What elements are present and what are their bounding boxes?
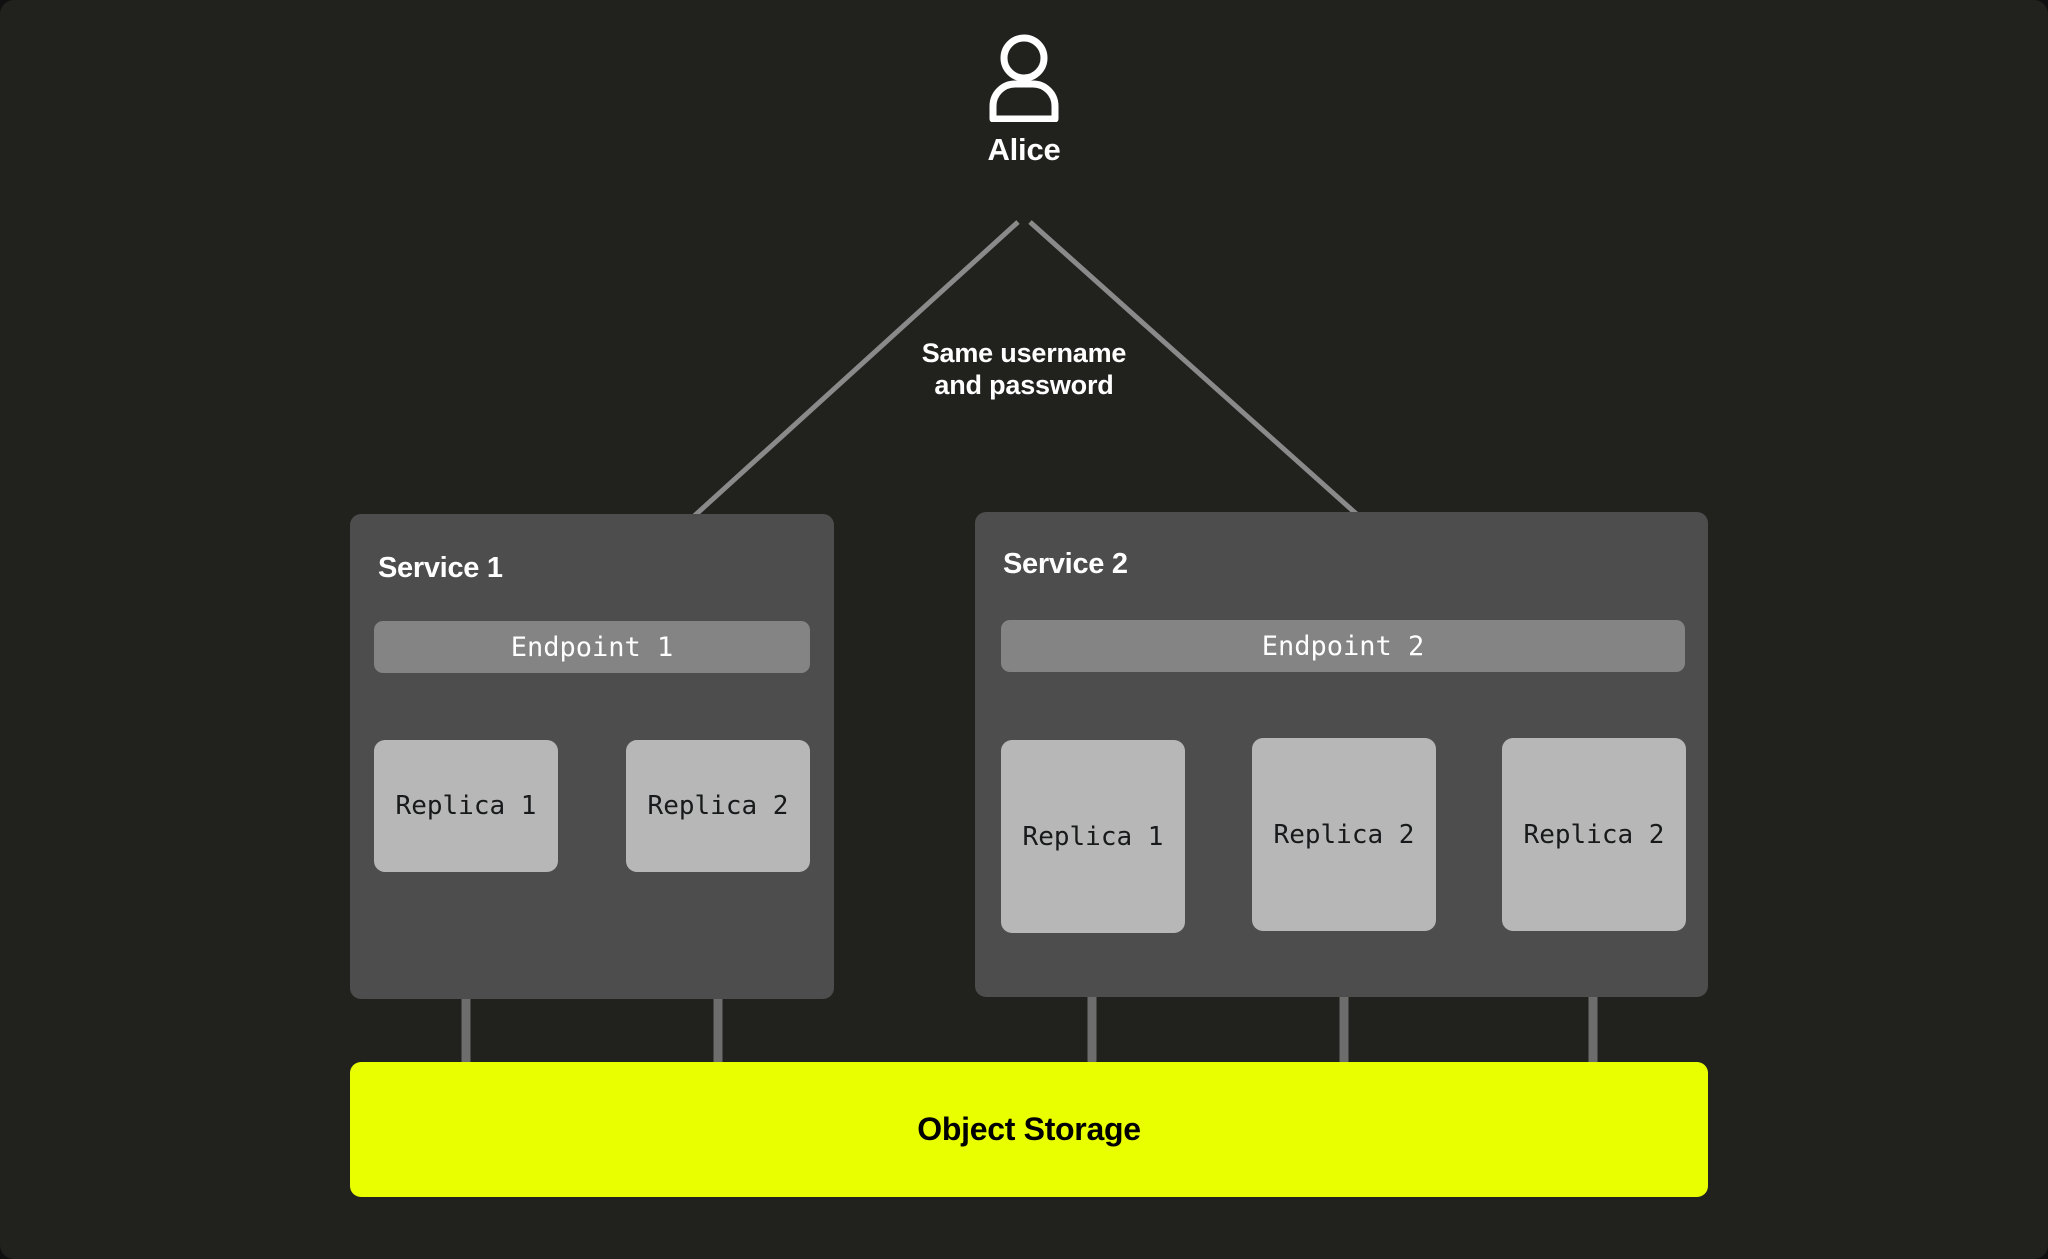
service-title-2: Service 2	[1003, 548, 1128, 580]
service-2-replica-3[interactable]: Replica 2	[1502, 738, 1686, 931]
object-storage-label: Object Storage	[917, 1111, 1141, 1147]
edge-annotation: Same username and password	[764, 338, 1284, 401]
user-icon	[989, 34, 1059, 122]
edge-annotation-line-1: Same username	[921, 338, 1127, 368]
object-storage-bar[interactable]: Object Storage	[350, 1062, 1708, 1197]
endpoint-2-label: Endpoint 2	[1261, 630, 1425, 662]
service-2-replica-1[interactable]: Replica 1	[1001, 740, 1185, 933]
endpoint-1[interactable]: Endpoint 1	[374, 621, 810, 673]
service-1-replica-2-label: Replica 2	[647, 791, 789, 821]
endpoint-1-label: Endpoint 1	[510, 631, 674, 663]
service-1-replica-1-label: Replica 1	[395, 791, 537, 821]
service-2-replica-2-label: Replica 2	[1273, 819, 1415, 850]
service-2-replica-2[interactable]: Replica 2	[1252, 738, 1436, 931]
service-2-replica-3-label: Replica 2	[1523, 819, 1665, 850]
service-1-replica-1[interactable]: Replica 1	[374, 740, 558, 872]
edge-annotation-line-2: and password	[934, 369, 1114, 400]
endpoint-2[interactable]: Endpoint 2	[1001, 620, 1685, 672]
actor-alice: Alice	[0, 30, 2048, 168]
service-1-replica-2[interactable]: Replica 2	[626, 740, 810, 872]
actor-label: Alice	[987, 132, 1061, 167]
service-2-replica-1-label: Replica 1	[1022, 821, 1164, 852]
service-title-1: Service 1	[378, 552, 503, 584]
